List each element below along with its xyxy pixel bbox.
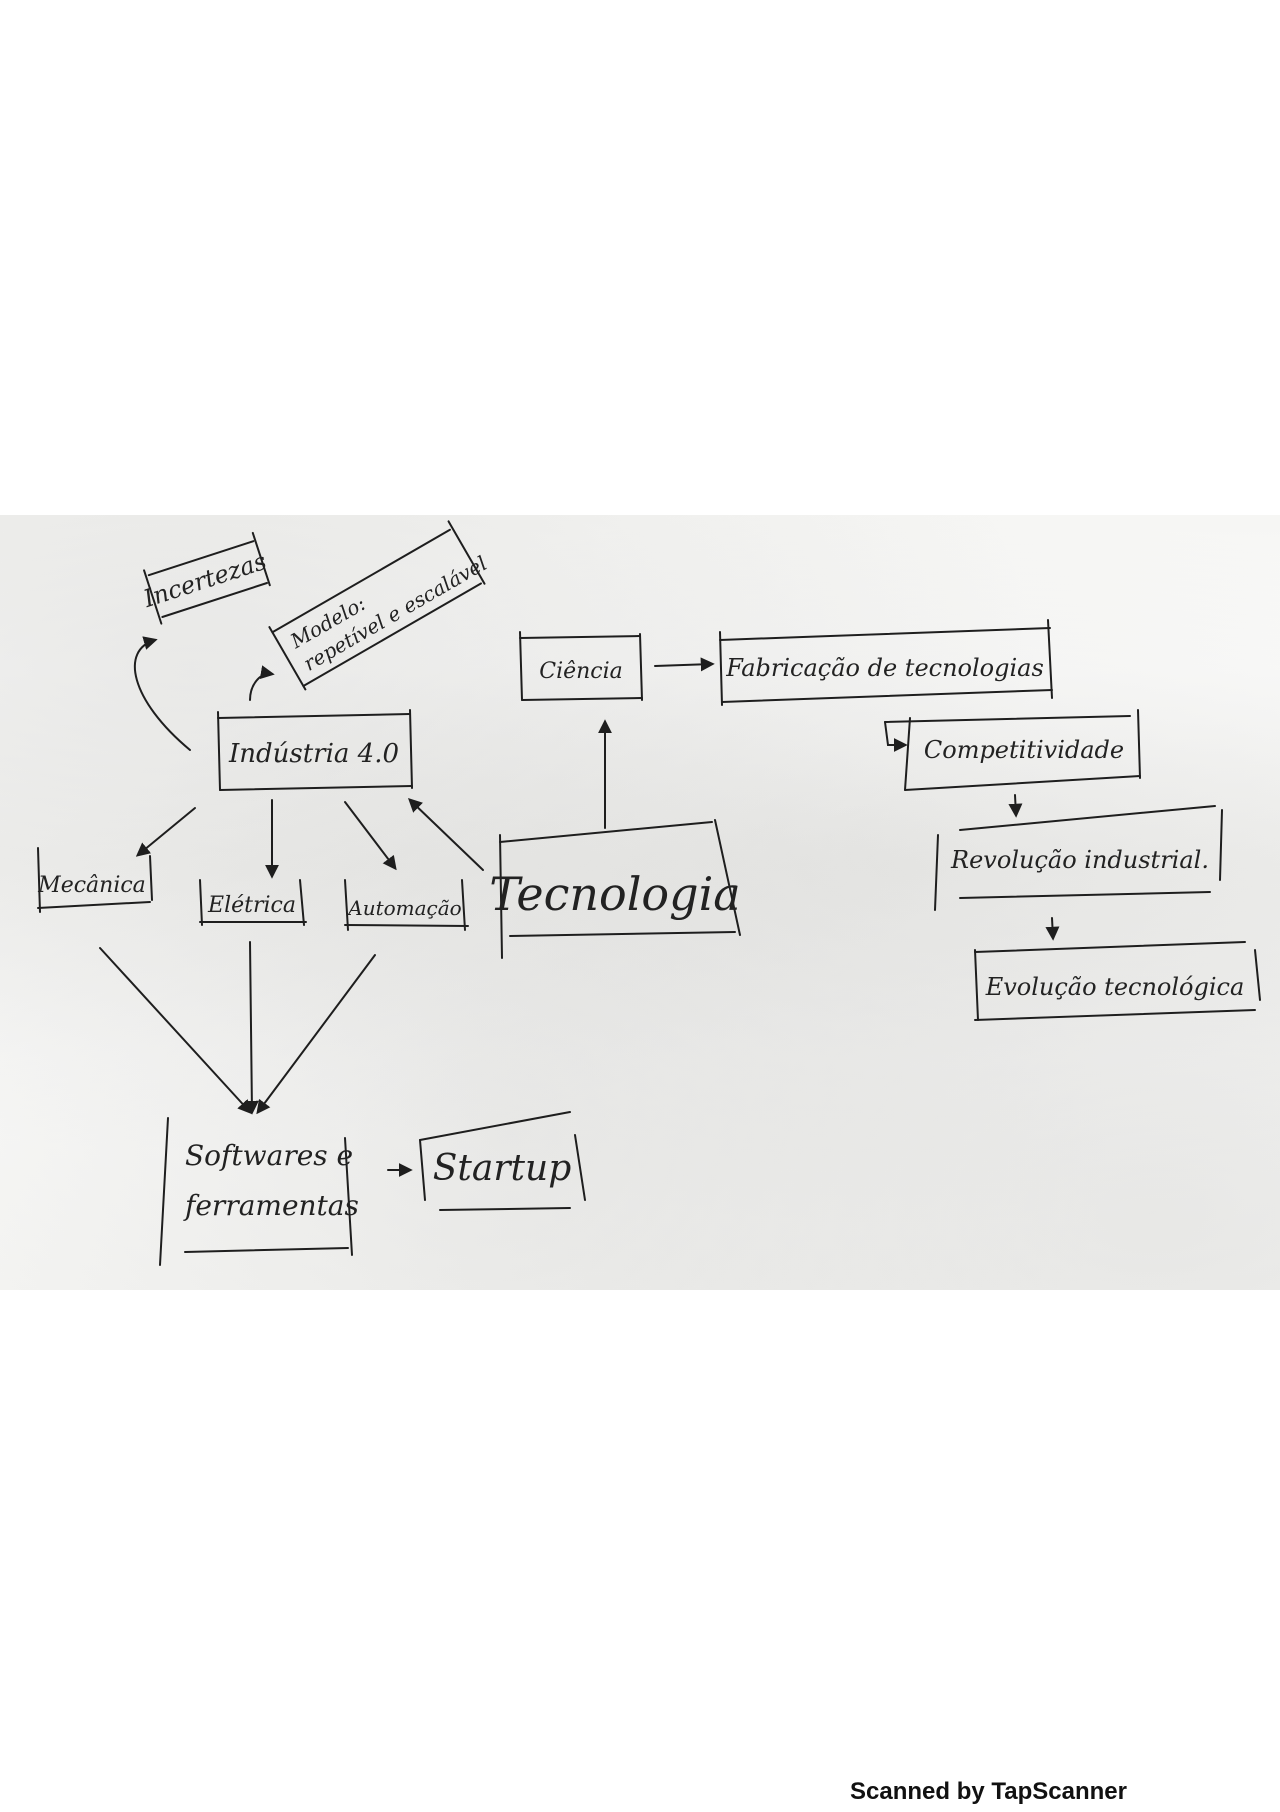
node-revolucao: Revolução industrial. [934,805,1223,911]
node-ciencia: Ciência [519,631,643,701]
node-tecnologia: Tecnologia [489,819,741,959]
node-startup-label: Startup [433,1148,572,1189]
arrow-industria-mecanica [135,807,196,857]
arrow-ciencia-fabricacao [654,657,715,672]
node-softwares: Softwares e ferramentas [159,1117,359,1266]
node-startup: Startup [419,1111,586,1211]
node-automacao: Automação [344,879,469,931]
node-revolucao-label: Revolução industrial. [950,846,1209,874]
node-mecanica-label: Mecânica [37,873,146,898]
arrow-tecnologia-industria [407,798,484,871]
node-modelo: Modelo: repetível e escalável [268,520,491,691]
arrow-industria-incertezas [133,636,191,751]
node-ciencia-label: Ciência [539,659,623,684]
node-industria-label: Indústria 4.0 [228,739,399,769]
node-evolucao-label: Evolução tecnológica [985,973,1245,1001]
arrow-automacao-softwares [256,954,376,1115]
arrow-competitividade-revolucao [1008,794,1023,818]
node-fabricacao: Fabricação de tecnologias [719,619,1053,706]
node-softwares-line2: ferramentas [183,1189,359,1222]
node-eletrica: Elétrica [199,879,307,926]
connectors [99,636,1060,1177]
arrow-industria-modelo [249,665,275,701]
arrow-fabricacao-competitividade [884,721,908,752]
arrow-industria-automacao [344,801,397,871]
node-fabricacao-label: Fabricação de tecnologias [725,654,1044,682]
node-softwares-line1: Softwares e [185,1139,353,1172]
node-evolucao: Evolução tecnológica [974,941,1261,1021]
arrow-eletrica-softwares [244,941,259,1115]
scanner-watermark: Scanned by TapScanner [850,1778,1127,1805]
node-competitividade-label: Competitividade [924,736,1124,764]
node-industria: Indústria 4.0 [217,709,413,791]
node-eletrica-label: Elétrica [207,893,296,918]
arrow-mecanica-softwares [99,947,252,1115]
node-tecnologia-label: Tecnologia [489,867,740,921]
node-automacao-label: Automação [346,896,461,920]
node-mecanica: Mecânica [37,847,153,913]
node-incertezas: Incertezas [139,531,271,625]
arrow-revolucao-evolucao [1045,917,1060,941]
node-competitividade: Competitividade [884,709,1141,791]
